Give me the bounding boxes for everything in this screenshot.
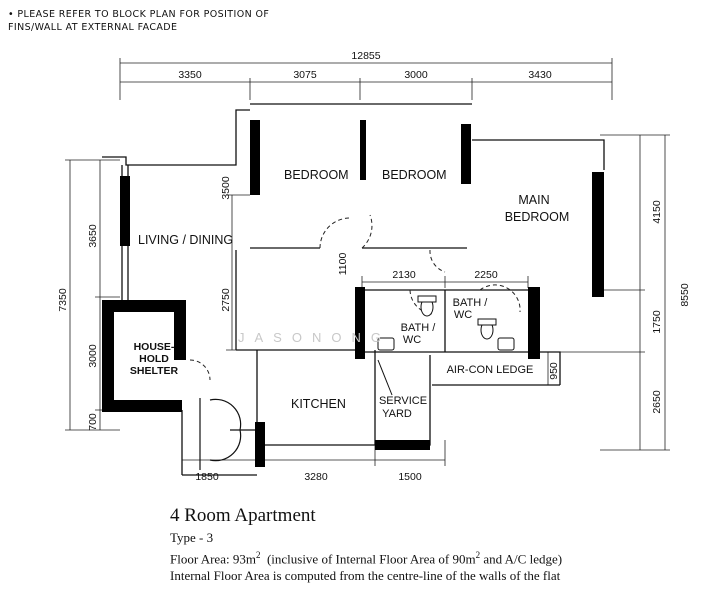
room-label-household-shelter-3: SHELTER [130, 365, 179, 377]
room-label-main-bedroom-2: BEDROOM [505, 210, 570, 224]
dim-left-overall: 7350 [57, 288, 69, 312]
dim-corridor: 1100 [337, 253, 349, 276]
caption-area-sup-2: 2 [475, 550, 481, 560]
dim-top-1: 3350 [178, 69, 202, 81]
caption-area-prefix: Floor Area: 93m [170, 551, 256, 567]
dimension-lines [65, 58, 670, 466]
caption-area-mid: (inclusive of Internal Floor Area of 90m [260, 551, 476, 567]
caption-title: 4 Room Apartment [170, 505, 316, 526]
dim-top-4: 3430 [528, 69, 552, 81]
caption-area-suffix: and A/C ledge) [480, 551, 563, 567]
dim-top-2: 3075 [293, 69, 317, 81]
room-label-household-shelter-1: HOUSE- [134, 341, 175, 353]
room-label-household-shelter-2: HOLD [139, 353, 169, 365]
entrance-door [199, 398, 255, 470]
dim-bath-2-width: 2250 [474, 269, 498, 281]
caption-note: Internal Floor Area is computed from the… [170, 568, 561, 583]
room-label-kitchen: KITCHEN [291, 397, 346, 411]
dim-bottom-3: 1500 [398, 471, 422, 483]
room-label-living-dining: LIVING / DINING [138, 233, 233, 247]
room-label-bath-wc-1b: WC [403, 334, 421, 346]
caption-type: Type - 3 [170, 530, 214, 545]
room-label-bath-wc-2a: BATH / [453, 297, 489, 309]
dim-bath-1-width: 2130 [392, 269, 416, 281]
bathroom-fixtures [377, 295, 515, 351]
room-label-bedroom-2: BEDROOM [382, 168, 447, 182]
dim-bottom-2: 3280 [304, 471, 328, 483]
room-label-service-yard-1: SERVICE [379, 395, 427, 407]
dim-left-3: 700 [87, 413, 99, 431]
dim-left-1: 3650 [87, 224, 99, 248]
dim-bedroom-depth: 3500 [220, 176, 232, 200]
dim-living-depth: 2750 [220, 288, 232, 312]
dim-right-3: 2650 [651, 390, 663, 414]
dim-ledge-depth: 950 [548, 362, 560, 380]
thick-walls [102, 120, 604, 467]
service-yard-arrow [377, 359, 393, 396]
dim-left-2: 3000 [87, 344, 99, 368]
caption-area-sup-1: 2 [255, 550, 261, 560]
room-label-service-yard-2: YARD [382, 408, 412, 420]
room-label-main-bedroom-1: MAIN [518, 193, 549, 207]
dim-overall-width: 12855 [351, 50, 380, 62]
floor-plan-drawing: JASONONG BEDROOM BEDROOM MAIN BEDROOM LI… [57, 50, 691, 483]
facade-note: • PLEASE REFER TO BLOCK PLAN FOR POSITIO… [8, 8, 269, 34]
room-label-bedroom-1: BEDROOM [284, 168, 349, 182]
room-label-aircon-ledge: AIR-CON LEDGE [447, 364, 534, 376]
room-label-bath-wc-1a: BATH / [401, 322, 437, 334]
caption-floor-area: Floor Area: 93m2 (inclusive of Internal … [170, 550, 562, 567]
dim-right-overall: 8550 [679, 283, 691, 307]
dim-right-1: 4150 [651, 200, 663, 224]
facade-note-line-2: FINS/WALL AT EXTERNAL FACADE [8, 22, 178, 33]
dim-right-2: 1750 [651, 310, 663, 334]
room-label-bath-wc-2b: WC [454, 309, 472, 321]
facade-note-line-1: • PLEASE REFER TO BLOCK PLAN FOR POSITIO… [8, 9, 270, 20]
dim-bottom-1: 1850 [195, 471, 219, 483]
watermark: JASONONG [238, 330, 391, 345]
dim-top-3: 3000 [404, 69, 428, 81]
